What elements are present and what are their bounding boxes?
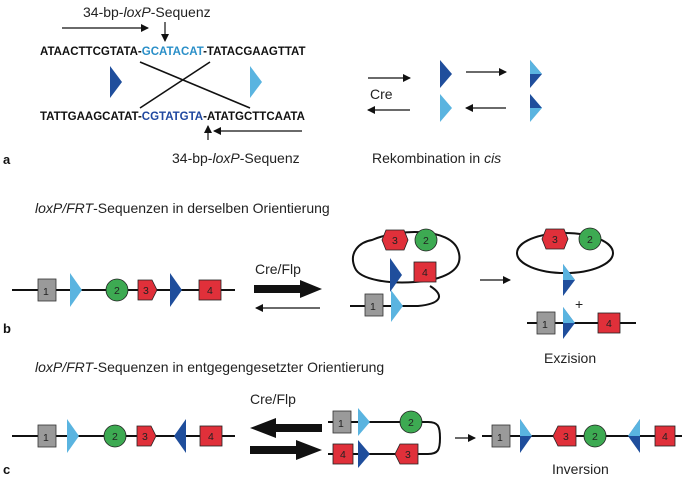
c-prod-element-3-label: 3 (563, 431, 569, 443)
b-excised-element-2-label: 2 (587, 234, 593, 246)
b-excised-loxp (563, 264, 575, 296)
bottom-loxp-label: 34-bp-loxP-Sequenz (172, 150, 300, 166)
b-int-element-3-label: 3 (392, 235, 398, 247)
c-element-3-label: 3 (142, 431, 148, 443)
b-element-4-box (198, 279, 222, 301)
b-excised-element-3 (541, 228, 569, 250)
b-enzyme-label: Cre/Flp (255, 261, 301, 277)
cross-line-2 (139, 61, 211, 109)
b-rem-element-1 (536, 311, 556, 335)
c-int-element-4-label: 4 (340, 449, 346, 461)
c-prod-element-3 (552, 425, 577, 447)
c-prod-loxp-1 (520, 419, 532, 453)
c-int-element-3-label: 3 (405, 449, 411, 461)
c-int-element-4 (332, 443, 354, 465)
b-int-element-2-label: 2 (423, 235, 429, 247)
panel-b: loxP/FRT-Sequenzen in derselben Orientie… (3, 200, 636, 366)
c-loxp-1 (67, 419, 79, 453)
panel-a-letter: a (3, 152, 11, 167)
panel-b-heading: loxP/FRT-Sequenzen in derselben Orientie… (35, 200, 330, 216)
c-element-4-box (199, 425, 223, 447)
c-element-1-box (37, 424, 57, 448)
c-int-element-1-label: 1 (338, 418, 344, 430)
cis-mixed-bottom (530, 94, 542, 122)
c-prod-element-1-label: 1 (497, 432, 503, 444)
c-element-2-circle (103, 424, 127, 448)
c-element-1-label: 1 (43, 432, 49, 444)
c-loxp-2-inverted (174, 419, 186, 453)
top-loxp-label: 34-bp-loxP-Sequenz (83, 4, 211, 20)
loxp-light-right (250, 66, 262, 98)
panel-a: 34-bp-loxP-Sequenz ATAACTTCGTATA-GCATACA… (3, 4, 542, 167)
cis-caption: Rekombination in cis (372, 150, 501, 166)
b-loxp-2 (170, 273, 182, 307)
b-element-3-label: 3 (143, 285, 149, 297)
c-caption: Inversion (552, 461, 609, 477)
loxp-dark-left (110, 66, 122, 98)
b-element-2-label: 2 (114, 285, 120, 297)
cis-dark-top (440, 60, 452, 88)
b-element-4-label: 4 (207, 285, 213, 297)
b-rem-element-4-label: 4 (606, 318, 612, 330)
b-loxp-1 (70, 273, 82, 307)
c-prod-loxp-2 (628, 419, 640, 453)
b-rem-element-4 (597, 312, 621, 334)
c-hairpin-dna (328, 421, 442, 455)
c-reverse-thick-arrow (250, 418, 322, 438)
c-int-element-2-label: 2 (408, 417, 414, 429)
bottom-sequence: TATTGAAGCATAT-CGTATGTA-ATATGCTTCAATA (40, 111, 305, 123)
cre-label: Cre (370, 86, 393, 102)
b-element-1-label: 1 (43, 286, 49, 298)
b-plus-sign: + (575, 296, 583, 312)
c-prod-element-1 (491, 424, 511, 448)
b-int-loxp-light (391, 290, 403, 322)
c-enzyme-label: Cre/Flp (250, 391, 296, 407)
c-prod-element-2 (583, 424, 607, 448)
b-element-1-box (37, 278, 57, 302)
panel-c-letter: c (3, 462, 10, 477)
b-int-element-3 (381, 229, 409, 251)
b-int-element-2 (414, 228, 438, 252)
c-element-3-pentagon (136, 425, 157, 447)
b-rem-loxp (563, 307, 575, 339)
panel-b-letter: b (3, 321, 11, 336)
b-element-2-circle (105, 278, 129, 302)
b-rem-element-1-label: 1 (542, 319, 548, 331)
b-loop-lower-strand (350, 285, 440, 307)
c-int-element-1 (332, 410, 352, 434)
b-int-element-1 (364, 293, 384, 317)
top-sequence: ATAACTTCGTATA-GCATACAT-TATACGAAGTTAT (40, 46, 306, 58)
b-excised-element-2 (578, 227, 602, 251)
c-prod-element-2-label: 2 (592, 431, 598, 443)
c-int-element-3 (394, 443, 419, 465)
c-prod-element-4-label: 4 (662, 431, 668, 443)
panel-c: loxP/FRT-Sequenzen in entgegengesetzter … (3, 359, 682, 477)
b-int-element-1-label: 1 (370, 301, 376, 313)
c-element-4-label: 4 (208, 431, 214, 443)
c-int-element-2 (399, 410, 423, 434)
b-caption: Exzision (544, 350, 596, 366)
c-prod-element-4 (654, 425, 676, 447)
c-int-loxp-dark (358, 440, 370, 468)
c-int-loxp-light (358, 408, 370, 436)
b-int-loxp-dark (390, 258, 402, 292)
c-element-2-label: 2 (112, 431, 118, 443)
b-forward-thick-arrow (254, 280, 322, 298)
b-element-3-pentagon (137, 279, 158, 301)
c-forward-thick-arrow (250, 440, 322, 460)
cis-light-bottom (440, 94, 452, 122)
b-excised-element-3-label: 3 (552, 234, 558, 246)
cis-mixed-top (530, 60, 542, 88)
cross-line-1 (139, 61, 251, 109)
b-int-element-4-label: 4 (422, 267, 428, 279)
panel-c-heading: loxP/FRT-Sequenzen in entgegengesetzter … (35, 359, 384, 375)
b-int-element-4 (413, 261, 437, 283)
